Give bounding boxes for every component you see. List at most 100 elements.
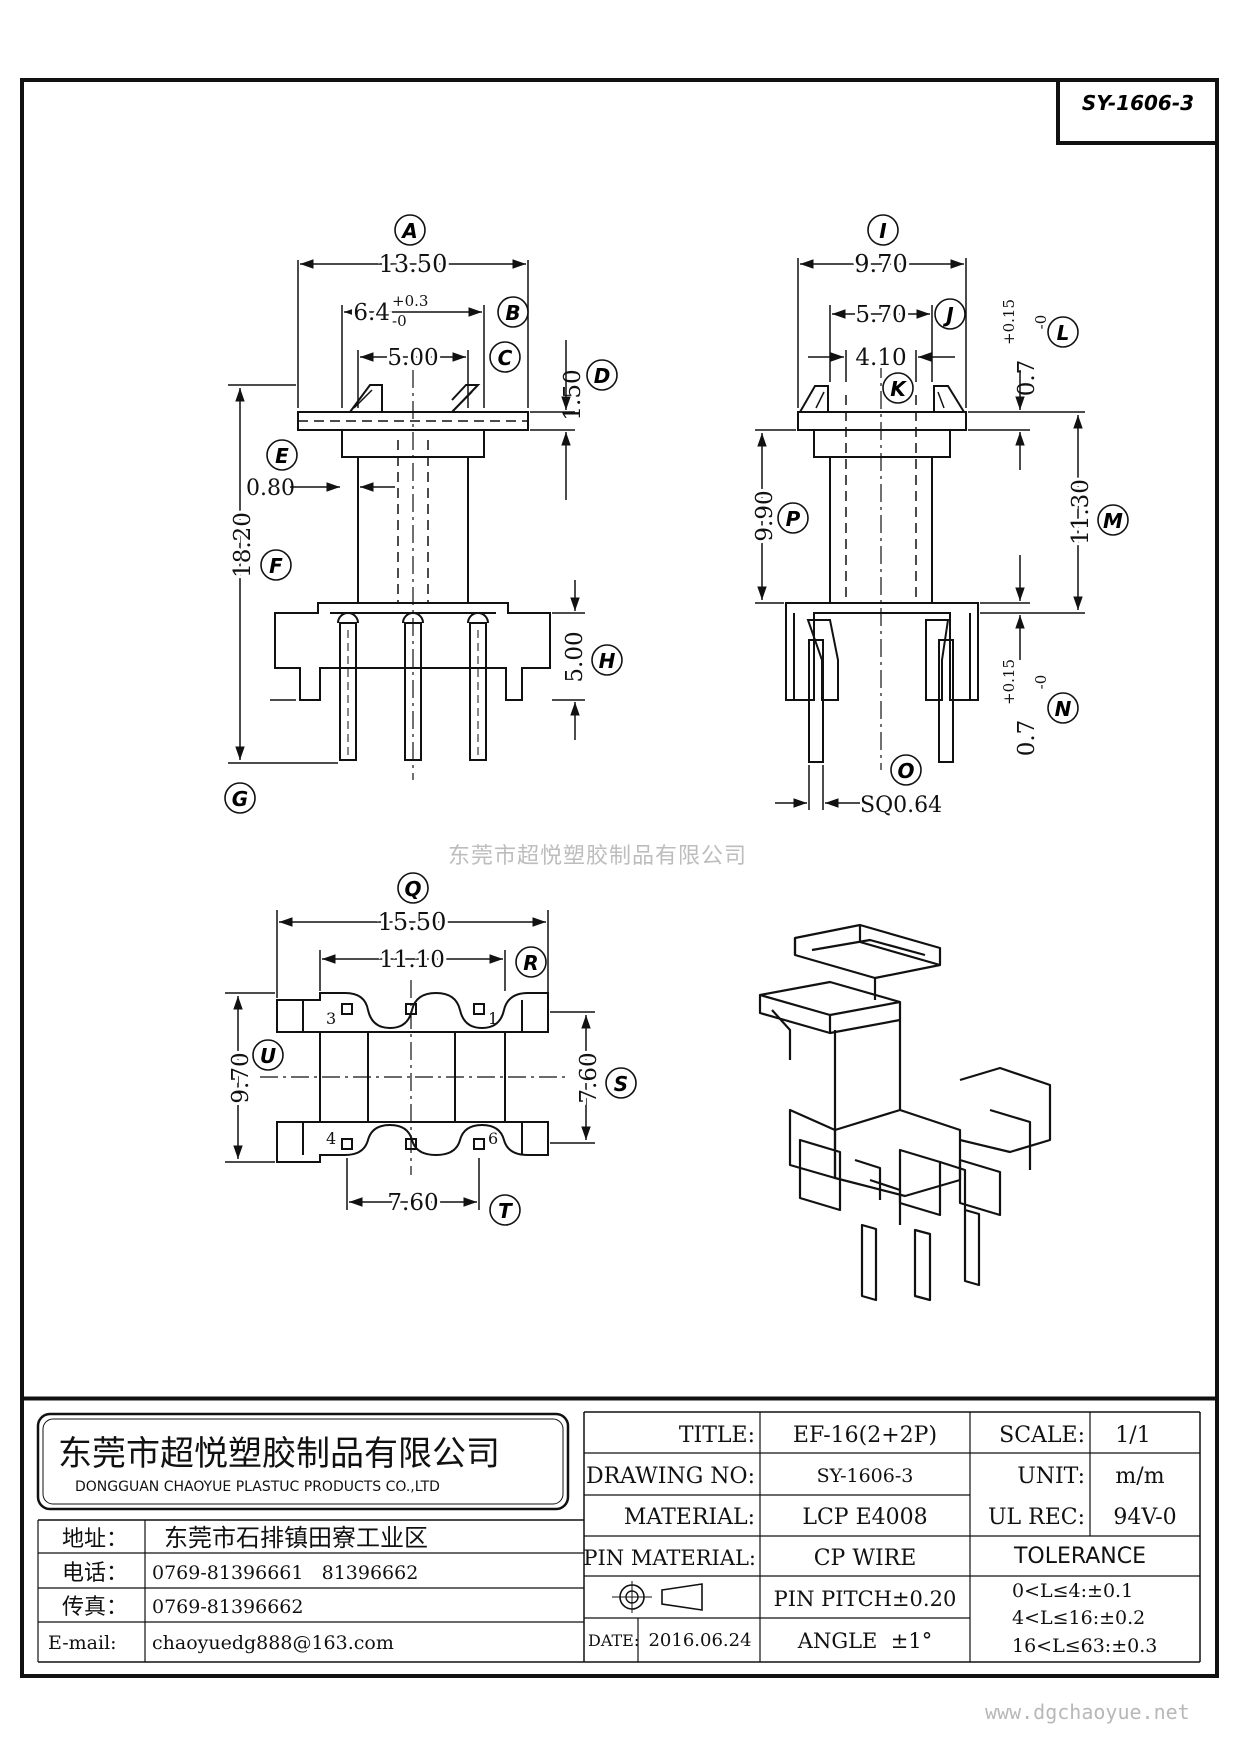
pin-material-value: CP WIRE [814,1546,917,1571]
isometric-view [758,923,1052,1302]
ul-value: 94V-0 [1113,1505,1176,1530]
material-value: LCP E4008 [802,1505,927,1530]
svg-text:A: A [400,219,417,243]
dim-p-label: 9.90 [752,490,778,541]
callout-i: I [867,214,899,246]
front-pin-1 [339,622,357,761]
svg-text:H: H [599,649,616,673]
callout-q: Q [397,872,429,904]
pin-pitch: PIN PITCH±0.20 [774,1587,957,1611]
svg-text:G: G [232,787,248,811]
scale-label: SCALE: [999,1423,1085,1448]
svg-text:E: E [275,444,289,468]
address-value: 东莞市石排镇田寮工业区 [164,1524,428,1552]
dim-o-label: SQ0.64 [860,793,942,818]
callout-f: F [260,549,292,581]
svg-text:C: C [498,346,513,370]
side-dimensions [755,258,1085,810]
dim-m-label: 11.30 [1068,479,1094,545]
side-neck [813,429,951,458]
dim-a-label: 13.50 [379,250,448,278]
tolerance-row-2: 4<L≤16:±0.2 [1012,1607,1145,1629]
svg-text:D: D [594,364,611,388]
dim-i-label: 9.70 [854,250,907,278]
side-view [785,360,979,770]
tolerance-label: TOLERANCE [1013,1544,1146,1569]
pin-numbers: 3 1 4 6 [326,1009,498,1148]
dim-n-tol-minus: -0 [1032,675,1050,690]
callout-o: O [890,754,922,786]
dim-l-tol-minus: -0 [1032,315,1050,330]
unit-label: UNIT: [1017,1464,1085,1489]
company-name-en: DONGGUAN CHAOYUE PLASTUC PRODUCTS CO.,LT… [75,1479,440,1495]
front-dim-labels: 13.50 6.4 +0.3 -0 5.00 1.50 0.80 18.20 5… [227,247,591,686]
drawing-code: SY-1606-3 [1082,91,1194,115]
drawing-no-value: SY-1606-3 [817,1465,914,1487]
svg-text:F: F [269,554,283,578]
dim-r-label: 11.10 [379,947,445,973]
email-label: E-mail: [48,1632,117,1654]
title-value: EF-16(2+2P) [793,1423,937,1448]
side-pin-left [808,639,824,763]
dim-b-label: 6.4 [353,300,390,326]
callout-j: J [934,298,966,330]
bottom-top-rail [276,991,549,1033]
material-label: MATERIAL: [624,1505,755,1530]
callout-circles: A B C D E F G H I J K L M N O P Q R S T … [224,214,1129,1226]
email-value: chaoyuedg888@163.com [152,1632,394,1654]
callout-e: E [266,439,298,471]
svg-text:I: I [879,219,887,243]
footer-url: www.dgchaoyue.net [985,1700,1190,1724]
dim-q-label: 15.50 [378,908,447,936]
front-dimensions [228,259,585,764]
svg-text:L: L [1057,321,1070,345]
pin-material-label: PIN MATERIAL: [583,1546,756,1570]
angle-tolerance: ANGLE ±1° [797,1629,932,1653]
company-name-cn: 东莞市超悦塑胶制品有限公司 [58,1434,500,1474]
tolerance-row-3: 16<L≤63:±0.3 [1012,1635,1157,1657]
scale-value: 1/1 [1115,1423,1150,1448]
pin-number-3: 3 [326,1009,336,1028]
phone-value: 0769-81396661 81396662 [152,1562,418,1584]
drawing-no-label: DRAWING NO: [586,1464,755,1489]
callout-h: H [591,644,623,676]
drawing-frame [20,78,1219,1678]
svg-text:R: R [523,951,538,975]
callout-k: K [882,372,914,404]
dim-h-label: 5.00 [562,631,588,682]
dim-d-label: 1.50 [560,369,586,420]
dim-k-label: 4.10 [855,345,906,371]
svg-text:T: T [498,1199,513,1223]
title-block [22,1396,1217,1663]
front-view [274,370,551,780]
callout-m: M [1097,504,1129,536]
date-value: 2016.06.24 [648,1630,751,1651]
front-pin-3 [469,622,487,761]
title-label: TITLE: [679,1423,755,1448]
drawing-code-box [1056,78,1219,145]
svg-text:N: N [1055,697,1072,721]
callout-a: A [394,214,426,246]
svg-text:O: O [897,759,914,783]
ul-label: UL REC: [988,1505,1085,1530]
dim-b-tol-minus: -0 [392,312,407,330]
dim-u-label: 9.70 [228,1052,254,1103]
callout-p: P [777,502,809,534]
watermark-text: 东莞市超悦塑胶制品有限公司 [448,844,748,869]
svg-text:M: M [1103,509,1123,533]
bottom-lower-rail [276,1121,549,1163]
dim-c-label: 5.00 [387,345,438,371]
dim-b-tol-plus: +0.3 [392,292,428,310]
bottom-dim-labels: 15.50 11.10 9.70 7.60 7.60 [225,905,605,1219]
bottom-view [260,980,570,1175]
side-base [785,602,979,701]
callout-c: C [489,341,521,373]
callout-b: B [497,296,529,328]
side-top-flange [797,411,967,431]
svg-text:B: B [505,301,520,325]
front-pin-2 [404,622,422,761]
unit-value: m/m [1115,1464,1164,1489]
bottom-core [319,1031,506,1123]
front-base [274,602,551,701]
